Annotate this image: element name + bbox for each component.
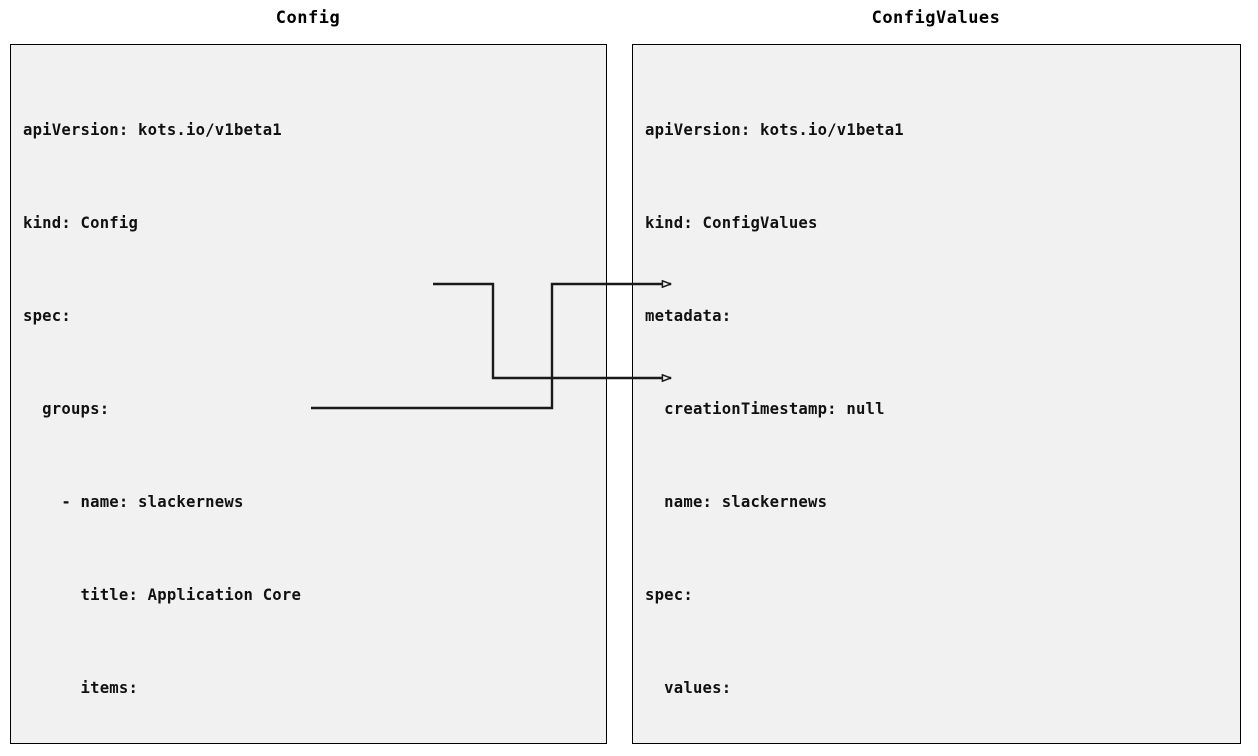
code-line: kind: ConfigValues — [645, 214, 818, 232]
configvalues-panel: apiVersion: kots.io/v1beta1 kind: Config… — [632, 44, 1241, 744]
code-line: spec: — [645, 586, 693, 604]
code-line: items: — [23, 679, 139, 697]
config-panel: apiVersion: kots.io/v1beta1 kind: Config… — [10, 44, 607, 744]
code-line: apiVersion: kots.io/v1beta1 — [23, 121, 282, 139]
page-title-configvalues: ConfigValues — [871, 8, 1001, 28]
config-yaml-block: apiVersion: kots.io/v1beta1 kind: Config… — [23, 53, 602, 743]
code-line: kind: Config — [23, 214, 139, 232]
code-line: - name: slackernews — [23, 493, 244, 511]
code-line: metadata: — [645, 307, 732, 325]
code-line: spec: — [23, 307, 71, 325]
code-line: values: — [645, 679, 732, 697]
page-title-config: Config — [275, 8, 341, 28]
code-line: creationTimestamp: null — [645, 400, 885, 418]
code-line: groups: — [23, 400, 110, 418]
code-line: title: Application Core — [23, 586, 302, 604]
code-line: apiVersion: kots.io/v1beta1 — [645, 121, 904, 139]
configvalues-yaml-block: apiVersion: kots.io/v1beta1 kind: Config… — [645, 53, 1236, 743]
code-line: name: slackernews — [645, 493, 828, 511]
